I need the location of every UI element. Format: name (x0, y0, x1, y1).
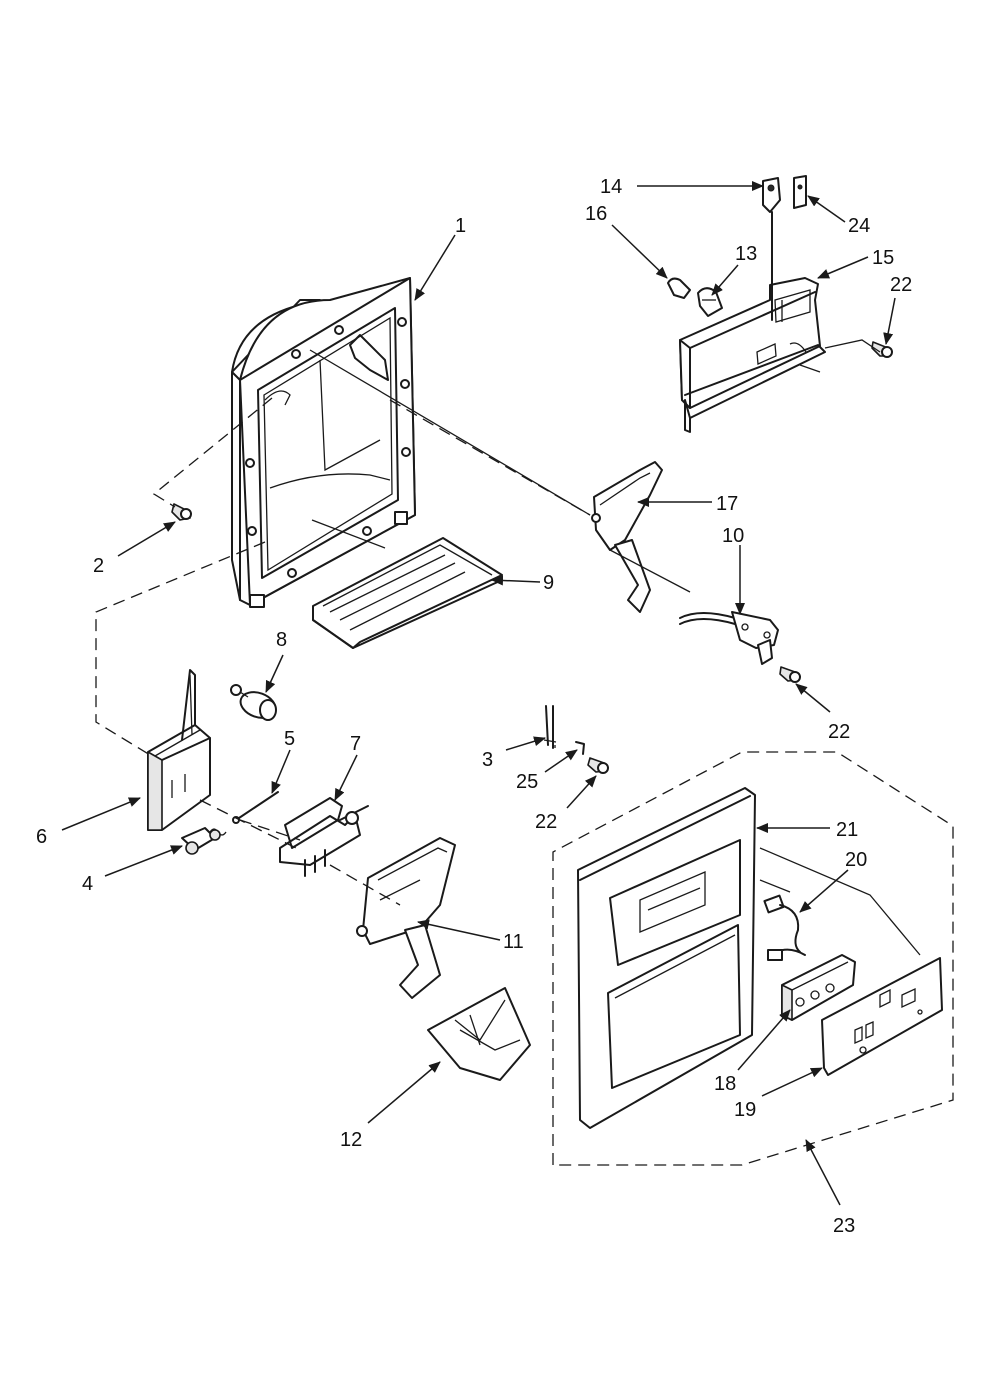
callout-21: 21 (836, 819, 858, 841)
part-15-light-housing (679, 277, 826, 433)
part-10-switch (679, 611, 779, 665)
part-4-spring (181, 827, 227, 855)
callout-2: 2 (93, 555, 104, 577)
callout-16: 16 (585, 203, 607, 225)
part-3-clip (543, 705, 557, 749)
callout-11: 11 (503, 931, 524, 953)
part-19-control-panel (821, 957, 943, 1076)
callout-10: 10 (722, 525, 744, 547)
part-22-screw-middle (779, 666, 801, 683)
part-13-socket (697, 287, 723, 317)
callout-leaders (61, 181, 896, 1206)
part-8-bulb (230, 684, 277, 721)
callout-13: 13 (735, 243, 757, 265)
callout-22-middle: 22 (828, 721, 850, 743)
part-6-solenoid-block (147, 669, 211, 831)
part-1-housing-frame (231, 277, 416, 608)
callout-22-lower: 22 (535, 811, 557, 833)
callout-17: 17 (716, 493, 738, 515)
part-5-pin (232, 791, 279, 824)
part-2-screw (171, 503, 192, 521)
part-25-clip (575, 741, 585, 755)
callout-24: 24 (848, 215, 870, 237)
callout-22-upper: 22 (890, 274, 912, 296)
callout-4: 4 (82, 873, 93, 895)
callout-14: 14 (600, 176, 622, 198)
callout-3: 3 (482, 749, 493, 771)
part-12-ice-guide (427, 987, 531, 1081)
part-7-bracket (279, 797, 369, 877)
callout-20: 20 (845, 849, 867, 871)
callout-23: 23 (833, 1215, 855, 1237)
assembly-lines (95, 339, 954, 1166)
callout-9: 9 (543, 572, 554, 594)
part-22-screw-upper (871, 341, 893, 358)
callout-5: 5 (284, 728, 295, 750)
part-14-switch (762, 177, 781, 321)
callout-1: 1 (455, 215, 466, 237)
part-24-cover (793, 175, 807, 209)
part-17-water-lever (591, 461, 663, 613)
callout-18: 18 (714, 1073, 736, 1095)
callout-6: 6 (36, 826, 47, 848)
part-22-screw-lower (587, 757, 609, 774)
callout-7: 7 (350, 733, 361, 755)
part-20-wire-harness (763, 894, 806, 961)
part-21-dispenser-cover (577, 787, 756, 1129)
callout-15: 15 (872, 247, 894, 269)
part-9-drip-tray (312, 537, 503, 649)
callout-12: 12 (340, 1129, 362, 1151)
part-11-chute-lever (356, 837, 456, 999)
callout-labels: 1 2 3 4 5 6 7 8 9 10 11 12 13 14 15 16 1… (36, 176, 912, 1237)
callout-8: 8 (276, 629, 287, 651)
part-16-bulb (667, 277, 691, 299)
callout-19: 19 (734, 1099, 756, 1121)
callout-25: 25 (516, 771, 538, 793)
